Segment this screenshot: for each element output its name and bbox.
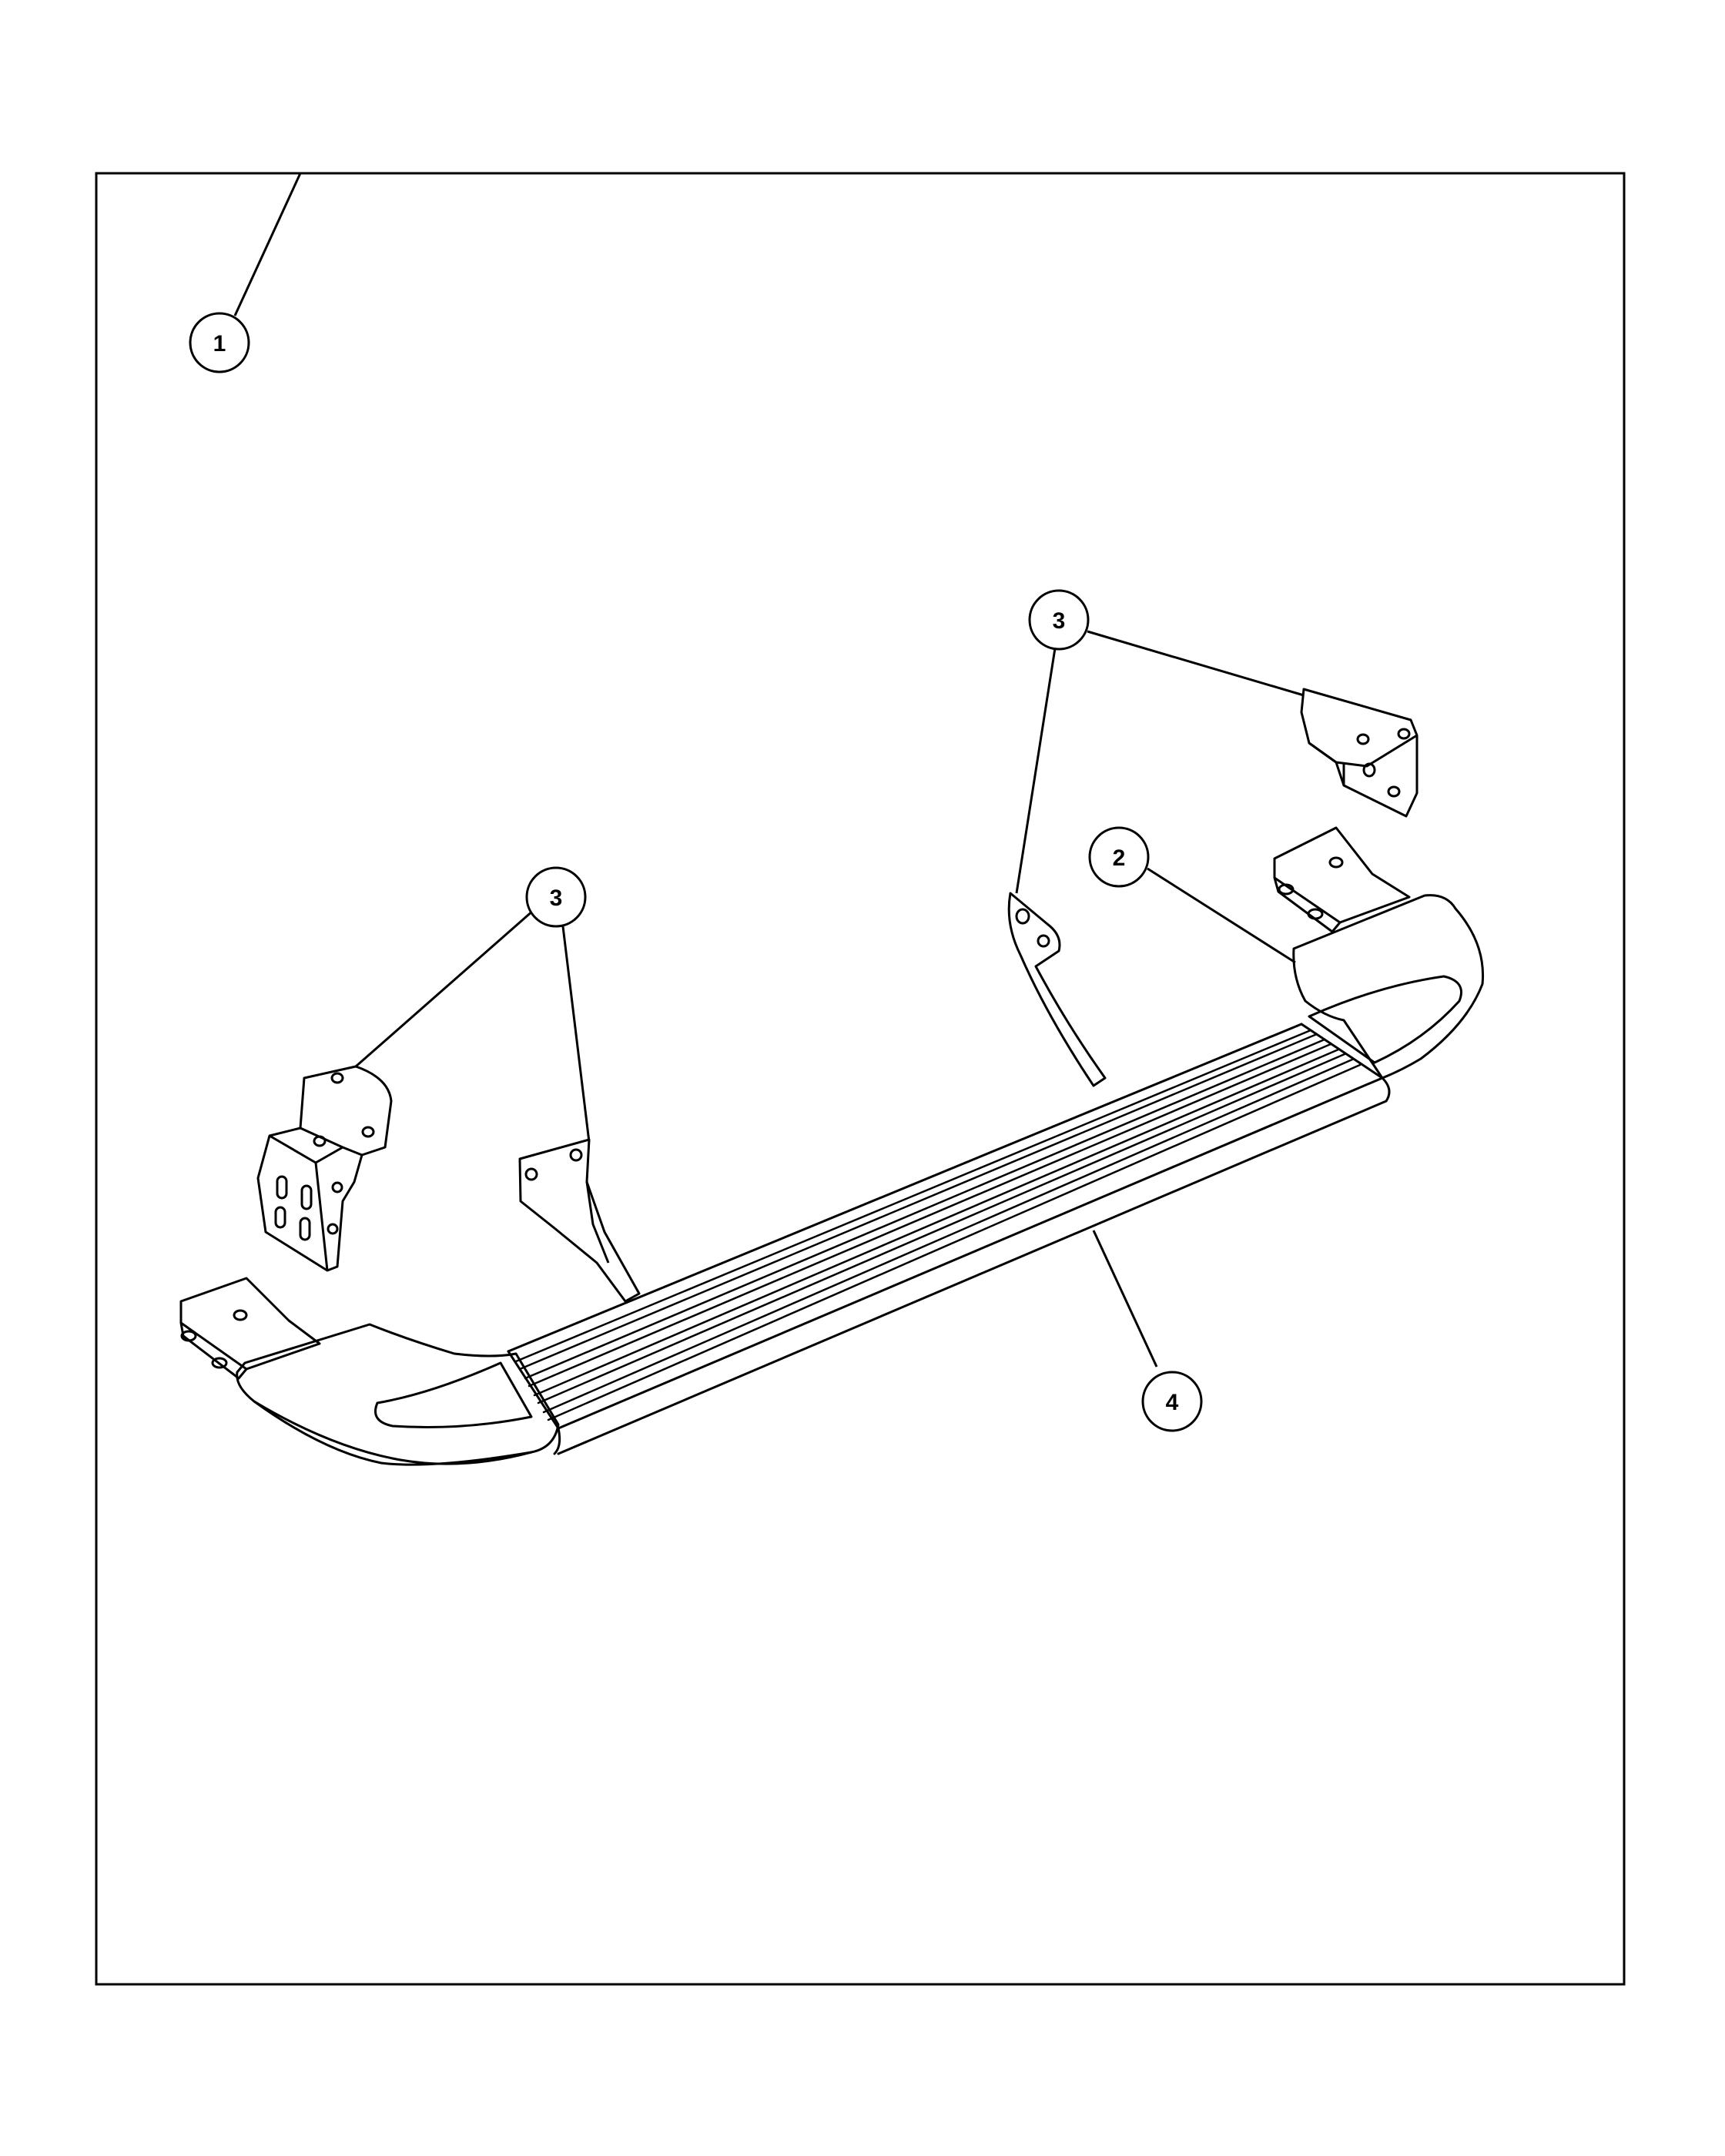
bracket-left: [256, 1065, 393, 1272]
strap-right: [1007, 892, 1107, 1087]
diagram-frame: [95, 172, 1626, 1986]
left-mount-plate: [179, 1277, 321, 1380]
leader-line-3a-strap: [561, 919, 591, 1143]
leader-line-3a-bracket: [355, 909, 534, 1068]
tread-left-end: [507, 1350, 560, 1430]
leader-line-1: [233, 172, 302, 316]
tread-ribs: [514, 1029, 1362, 1421]
leader-line-4: [1092, 1230, 1158, 1368]
callout-label: 3: [1053, 608, 1066, 634]
callout-label: 1: [213, 331, 226, 357]
callout-label: 4: [1166, 1390, 1179, 1415]
callout-3-right: 3: [1028, 589, 1090, 651]
leader-lines: [233, 172, 1305, 1368]
callout-2: 2: [1088, 826, 1150, 888]
tread-top-edge: [507, 1023, 1303, 1353]
right-end-cap-inner: [1308, 975, 1462, 1064]
left-end-cap-lower: [253, 1400, 533, 1465]
leader-line-2: [1147, 867, 1296, 964]
tread-right-end: [1300, 1023, 1384, 1080]
callout-4: 4: [1141, 1371, 1203, 1432]
left-end-cap: [236, 1323, 560, 1466]
leader-line-3b-strap: [1015, 648, 1057, 894]
tread-bottom-edge: [557, 1076, 1384, 1430]
right-end-cap: [1292, 894, 1485, 1080]
right-mount-plate: [1273, 826, 1411, 933]
running-board: [236, 894, 1485, 1466]
bracket-upper-right: [1300, 688, 1419, 818]
leader-line-3b-bracket: [1087, 630, 1305, 697]
board-underside: [553, 1076, 1391, 1455]
callout-label: 3: [550, 886, 563, 911]
left-end-cap-inner: [374, 1361, 533, 1428]
callout-3-left: 3: [525, 866, 587, 928]
strap-left: [518, 1138, 641, 1303]
callout-1: 1: [189, 312, 250, 373]
callout-label: 2: [1113, 845, 1126, 871]
